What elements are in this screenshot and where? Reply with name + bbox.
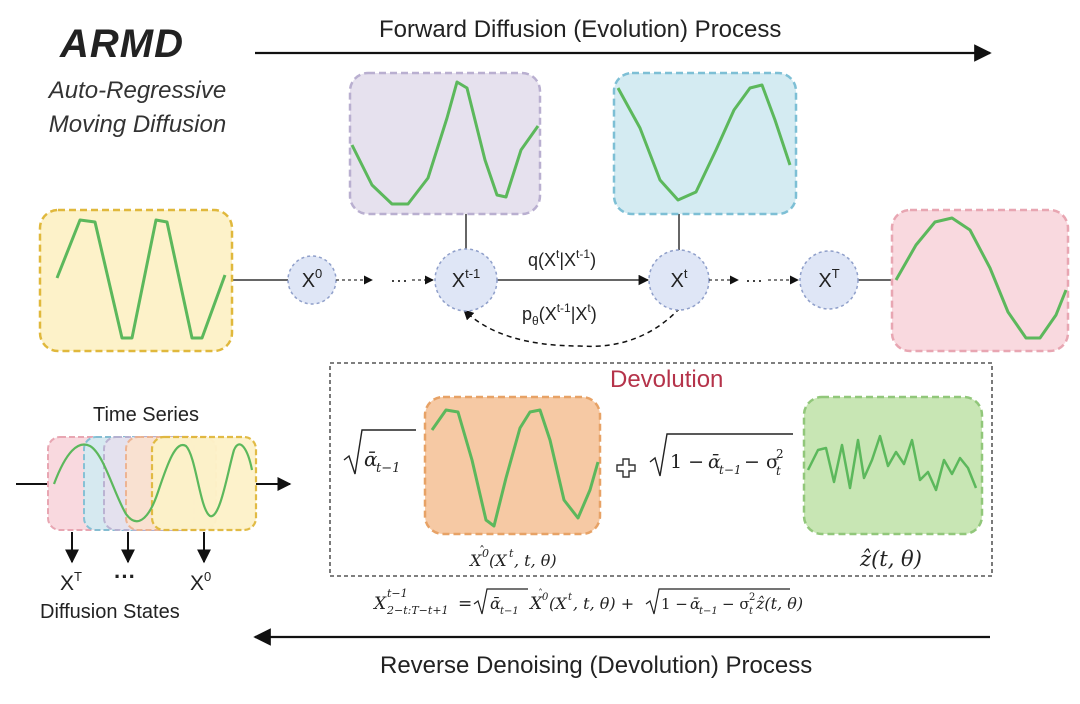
x0-hat-label: X ˆ 0 (X t , t, θ) bbox=[468, 544, 557, 570]
yellow-series-box bbox=[38, 208, 234, 353]
svg-text:− σ: − σ bbox=[722, 595, 750, 613]
purple-wave bbox=[350, 80, 540, 206]
reverse-process-label: Reverse Denoising (Devolution) Process bbox=[380, 652, 813, 679]
forward-process-label: Forward Diffusion (Evolution) Process bbox=[379, 16, 782, 43]
pink-wave bbox=[894, 216, 1068, 340]
svg-text:t: t bbox=[749, 606, 754, 617]
svg-text:2: 2 bbox=[776, 447, 784, 461]
svg-text:ᾱ: ᾱ bbox=[708, 451, 721, 473]
svg-text:ᾱ: ᾱ bbox=[690, 595, 700, 613]
sqrt-noise-term: 1 − ᾱ t−1 − σ 2 t bbox=[649, 433, 793, 478]
svg-text:t−1: t−1 bbox=[387, 587, 408, 600]
svg-text:0: 0 bbox=[542, 592, 549, 603]
noise-wave bbox=[806, 434, 978, 492]
plus-icon bbox=[616, 458, 636, 478]
node-x0-label: X0 bbox=[302, 266, 323, 292]
green-noise-box bbox=[802, 395, 984, 536]
page-subtitle: Auto-Regressive Moving Diffusion bbox=[30, 74, 245, 142]
svg-text:X: X bbox=[468, 551, 482, 570]
ts-window-yellow bbox=[150, 435, 258, 532]
svg-text:t: t bbox=[776, 464, 781, 478]
pink-series-box bbox=[890, 208, 1070, 353]
blue-wave bbox=[616, 83, 792, 202]
svg-text:ˆ: ˆ bbox=[479, 544, 485, 558]
svg-text:t−1: t−1 bbox=[719, 463, 742, 477]
z-hat-label: ẑ(t, θ) bbox=[859, 547, 922, 571]
svg-text:1 −: 1 − bbox=[661, 595, 688, 613]
svg-text:0: 0 bbox=[482, 547, 489, 560]
node-xt-label: Xt bbox=[671, 266, 688, 292]
devolution-label: Devolution bbox=[610, 366, 724, 393]
ts-wave bbox=[52, 443, 254, 523]
yellow-wave bbox=[55, 218, 227, 340]
node-xt-minus-1 bbox=[434, 248, 498, 312]
diffusion-states-label: Diffusion States bbox=[40, 601, 180, 623]
svg-text:t: t bbox=[509, 547, 514, 560]
svg-text:t−1: t−1 bbox=[500, 606, 519, 617]
svg-text:ẑ(t, θ): ẑ(t, θ) bbox=[755, 594, 803, 613]
reverse-update-formula: X t−1 2−t:T−t+1 = ᾱ t−1 X ˆ 0 (X t , t, … bbox=[372, 587, 803, 617]
svg-text:− σ: − σ bbox=[744, 451, 779, 473]
svg-text:ᾱ: ᾱ bbox=[364, 447, 378, 471]
state-label-x0: X0 bbox=[190, 569, 211, 595]
svg-text:t: t bbox=[568, 592, 573, 603]
svg-text:ˆ: ˆ bbox=[538, 589, 543, 600]
svg-text:t−1: t−1 bbox=[376, 461, 400, 476]
svg-text:X: X bbox=[372, 594, 387, 614]
node-xt-minus-1-label: Xt-1 bbox=[452, 266, 481, 292]
blue-series-box bbox=[612, 71, 798, 216]
svg-text:(X: (X bbox=[489, 551, 507, 570]
ellipsis-left: ··· bbox=[390, 270, 408, 290]
sqrt-alpha-term: ᾱ t−1 bbox=[343, 429, 416, 476]
svg-text:t−1: t−1 bbox=[699, 606, 718, 617]
reverse-dashed-arrow bbox=[463, 307, 681, 348]
subtitle-line-1: Auto-Regressive bbox=[48, 77, 227, 104]
subtitle-line-2: Moving Diffusion bbox=[48, 111, 227, 138]
svg-text:ẑ(t, θ): ẑ(t, θ) bbox=[859, 547, 922, 571]
q-transition-label: q(Xt|Xt-1) bbox=[528, 247, 596, 270]
svg-text:=: = bbox=[458, 594, 472, 614]
svg-text:2−t:T−t+1: 2−t:T−t+1 bbox=[386, 604, 449, 617]
svg-text:X: X bbox=[528, 594, 543, 614]
ellipsis-right: ··· bbox=[745, 270, 763, 290]
page-title: ARMD bbox=[60, 22, 184, 66]
state-label-xT: XT bbox=[60, 569, 82, 595]
svg-text:2: 2 bbox=[749, 592, 755, 603]
devolution-region bbox=[329, 362, 993, 577]
time-series-label: Time Series bbox=[93, 404, 199, 426]
svg-text:, t, θ): , t, θ) bbox=[514, 551, 557, 570]
svg-text:(X: (X bbox=[549, 594, 567, 613]
node-xT bbox=[799, 250, 859, 310]
state-label-dots: ··· bbox=[114, 564, 136, 589]
orange-prediction-box bbox=[423, 395, 602, 536]
svg-text:1 −: 1 − bbox=[670, 451, 704, 473]
svg-text:, t, θ) +: , t, θ) + bbox=[573, 594, 634, 613]
p-transition-label: pθ(Xt-1|Xt) bbox=[522, 301, 597, 328]
node-xT-label: XT bbox=[818, 266, 839, 292]
svg-text:ᾱ: ᾱ bbox=[490, 594, 501, 613]
orange-wave bbox=[430, 408, 600, 528]
